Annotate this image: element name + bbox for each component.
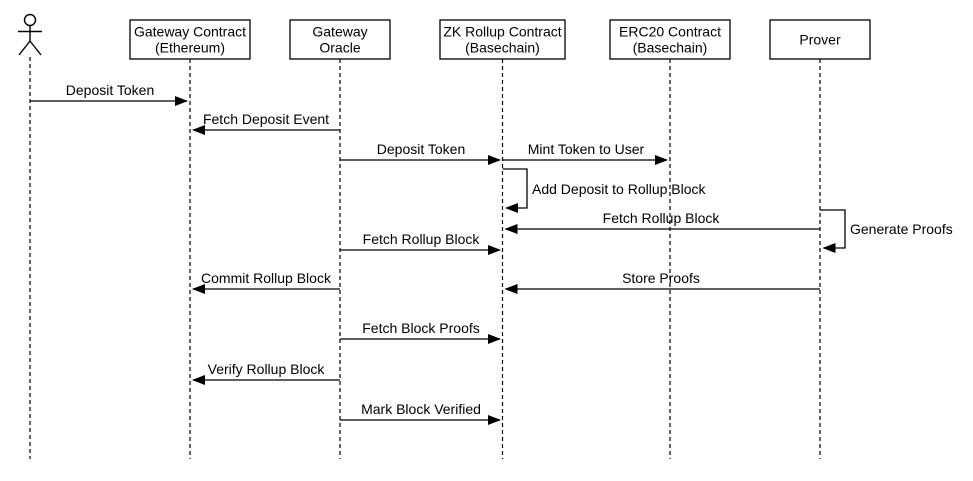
message-add-deposit-to-rollup-block: Add Deposit to Rollup Block: [502, 168, 707, 213]
participant-erc20-contract: ERC20 Contract (Basechain): [609, 19, 731, 60]
message-label: Add Deposit to Rollup Block: [532, 181, 707, 197]
participant-label-line1: Gateway: [312, 24, 367, 40]
message-label: Fetch Rollup Block: [603, 210, 721, 226]
participant-prover: Prover: [769, 19, 871, 60]
message-label: Deposit Token: [66, 82, 154, 98]
participant-label-line2: (Ethereum): [155, 40, 225, 56]
actor-icon: [18, 13, 42, 56]
message-deposit-token-to-gateway: Deposit Token: [30, 82, 188, 106]
message-fetch-block-proofs: Fetch Block Proofs: [340, 320, 501, 344]
actor-head: [23, 13, 37, 27]
message-label: Fetch Block Proofs: [362, 320, 480, 336]
participant-gateway-oracle: Gateway Oracle: [289, 19, 391, 60]
actor-leg-left: [18, 40, 31, 56]
message-commit-rollup-block: Commit Rollup Block: [192, 270, 340, 294]
participant-label-line2: Oracle: [319, 40, 360, 56]
participant-box: [439, 19, 566, 60]
message-mark-block-verified: Mark Block Verified: [340, 401, 501, 425]
participant-gateway-contract: Gateway Contract (Ethereum): [129, 19, 251, 60]
message-label: Fetch Rollup Block: [363, 231, 481, 247]
message-generate-proofs: Generate Proofs: [820, 209, 953, 253]
lifelines: [29, 57, 821, 459]
message-label: Mark Block Verified: [361, 401, 481, 417]
participant-label-line2: (Basechain): [465, 40, 540, 56]
message-label: Verify Rollup Block: [208, 361, 326, 377]
participant-box: [769, 19, 871, 60]
message-fetch-rollup-block-from-prover: Fetch Rollup Block: [504, 210, 820, 234]
participant-label-line1: Gateway Contract: [134, 24, 246, 40]
message-fetch-rollup-block-from-oracle: Fetch Rollup Block: [340, 231, 501, 255]
message-label: Generate Proofs: [850, 221, 953, 237]
message-label: Deposit Token: [377, 141, 465, 157]
message-label: Fetch Deposit Event: [203, 111, 329, 127]
self-message-arrow: [820, 209, 846, 253]
message-store-proofs: Store Proofs: [504, 270, 820, 294]
participant-label-line1: ZK Rollup Contract: [443, 24, 561, 40]
participant-zk-rollup-contract: ZK Rollup Contract (Basechain): [439, 19, 566, 60]
message-fetch-deposit-event: Fetch Deposit Event: [192, 111, 340, 135]
actor-leg-right: [29, 40, 42, 56]
participant-label-line1: ERC20 Contract: [619, 24, 721, 40]
participant-box: [609, 19, 731, 60]
message-mint-token-to-user: Mint Token to User: [502, 141, 668, 165]
message-label: Commit Rollup Block: [201, 270, 332, 286]
participant-label-line2: (Basechain): [633, 40, 708, 56]
participant-label-line1: Prover: [799, 32, 841, 48]
self-message-arrow: [502, 168, 528, 213]
message-deposit-token-to-zk-rollup: Deposit Token: [340, 141, 501, 165]
message-verify-rollup-block: Verify Rollup Block: [192, 361, 340, 385]
participant-box: [289, 19, 391, 60]
message-label: Store Proofs: [622, 270, 700, 286]
message-label: Mint Token to User: [528, 141, 645, 157]
participant-box: [129, 19, 251, 60]
